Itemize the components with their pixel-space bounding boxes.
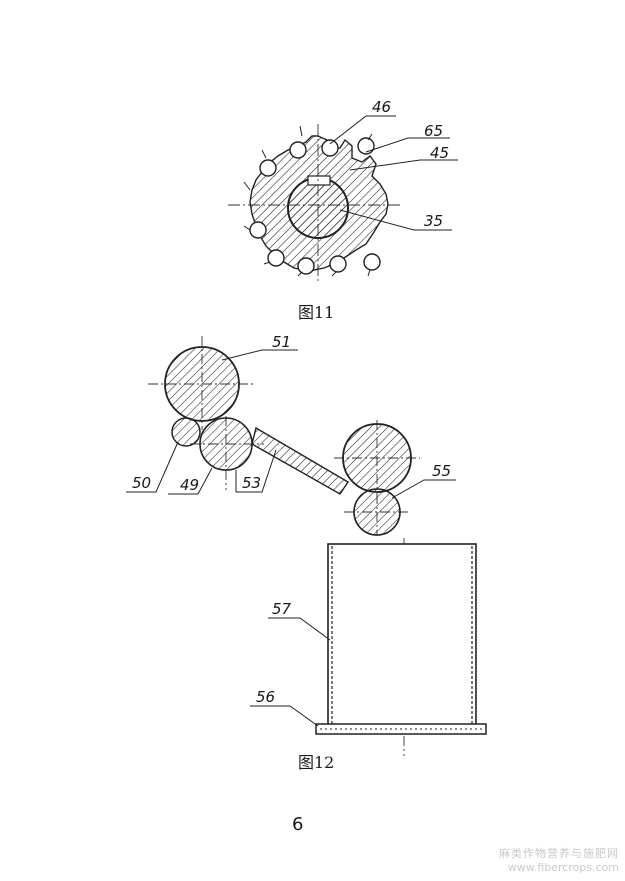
leader-lines-fig12 — [126, 349, 456, 727]
figure-11-caption: 图11 — [298, 303, 334, 322]
shaft-key — [307, 175, 331, 186]
guide-plate-53 — [251, 426, 349, 495]
page-number: 6 — [292, 814, 303, 835]
label-45: 45 — [430, 144, 449, 162]
label-53: 53 — [242, 474, 261, 492]
center-lines-fig11 — [228, 124, 402, 284]
container-57 — [327, 543, 477, 727]
label-57: 57 — [272, 600, 292, 618]
label-55: 55 — [432, 462, 451, 480]
roller-55-lower — [353, 488, 401, 536]
roller-55-upper — [342, 423, 412, 493]
label-46: 46 — [372, 98, 391, 116]
label-49: 49 — [180, 476, 199, 494]
roller-50 — [171, 417, 201, 447]
leader-lines-fig11 — [329, 115, 458, 231]
label-35: 35 — [424, 212, 443, 230]
rollers-65 — [249, 137, 381, 275]
watermark-url: www.fibercrops.com — [507, 861, 619, 874]
figure-12: 51 50 49 53 55 57 56 图12 — [126, 333, 487, 772]
label-56: 56 — [256, 688, 275, 706]
roller-51 — [164, 346, 240, 422]
watermark-site-name: 麻类作物营养与施肥网 — [499, 847, 619, 860]
label-65: 65 — [424, 122, 443, 140]
figure-11: 46 65 45 35 图11 — [228, 98, 458, 322]
site-watermark: 麻类作物营养与施肥网 www.fibercrops.com — [499, 847, 619, 875]
base-plate-56 — [315, 723, 487, 735]
label-51: 51 — [272, 333, 291, 351]
label-50: 50 — [132, 474, 151, 492]
roller-49 — [199, 417, 253, 471]
roller-ticks — [243, 125, 373, 277]
figure-12-caption: 图12 — [298, 753, 334, 772]
